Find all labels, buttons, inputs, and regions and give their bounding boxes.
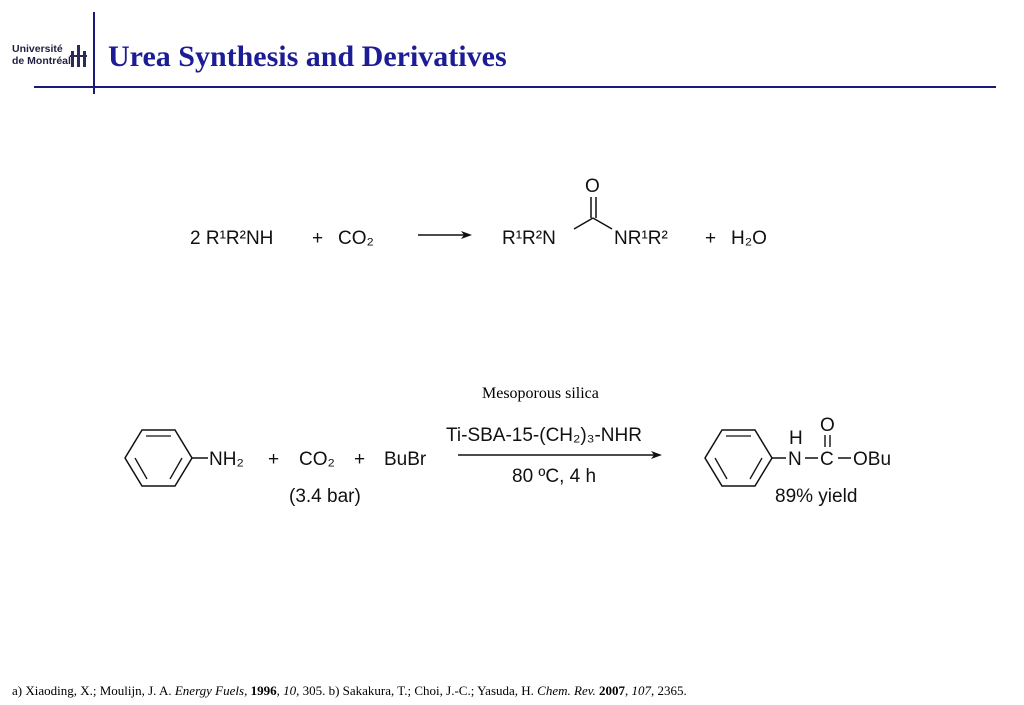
r2-product-c: C xyxy=(820,449,834,470)
r2-catalyst-label: Mesoporous silica xyxy=(482,385,599,402)
r2-benzene-inner-2 xyxy=(169,457,183,480)
r2-arrow-head xyxy=(651,451,662,459)
r2-product-o: O xyxy=(820,415,835,436)
r1-plus-1: + xyxy=(312,228,323,249)
r2-product-benzene-inner-3 xyxy=(714,457,728,480)
r1-bond-right xyxy=(592,217,613,230)
r2-product-h: H xyxy=(789,428,803,449)
reaction-1: 2 R¹R²NH + CO₂ R¹R²N O NR¹R² + H₂O xyxy=(190,176,767,249)
header-horizontal-rule xyxy=(34,86,996,88)
r2-pressure: (3.4 bar) xyxy=(289,486,361,507)
logo-emblem-icon xyxy=(70,45,87,67)
r1-co2: CO₂ xyxy=(338,228,374,249)
header-vertical-rule xyxy=(93,12,95,94)
r2-benzene-ring-product xyxy=(704,429,773,487)
r2-benzene-inner-3 xyxy=(134,457,148,480)
r2-product-benzene-inner-2 xyxy=(749,457,763,480)
r1-water: H₂O xyxy=(731,228,767,249)
ref-journal-1: Energy Fuels xyxy=(174,683,245,698)
ref-pages-2: , 2365. xyxy=(651,683,687,698)
logo-line-2: de Montréal xyxy=(12,55,71,67)
r2-catalyst: Ti-SBA-15-(CH₂)₃-NHR xyxy=(446,425,642,446)
r1-product-right: NR¹R² xyxy=(614,228,668,249)
slide-title: Urea Synthesis and Derivatives xyxy=(108,40,507,73)
ref-sep-2: , xyxy=(276,683,284,698)
r1-plus-2: + xyxy=(705,228,716,249)
r2-product-obu: OBu xyxy=(853,449,891,470)
r2-yield: 89% yield xyxy=(775,486,857,507)
r1-arrow-head xyxy=(461,231,472,239)
r2-plus-2: + xyxy=(354,449,365,470)
r2-conditions: 80 ºC, 4 h xyxy=(512,466,596,487)
ref-year-2: 2007 xyxy=(599,683,626,698)
reaction-2: NH₂ + CO₂ + BuBr (3.4 bar) Ti-SBA-15-(CH… xyxy=(124,415,891,507)
r1-carbonyl-oxygen: O xyxy=(585,176,600,197)
logo-line-1: Université xyxy=(12,43,63,55)
r2-co2: CO₂ xyxy=(299,449,335,470)
r2-nh2: NH₂ xyxy=(209,449,244,470)
ref-part-1: a) Xiaoding, X.; Moulijn, J. A. xyxy=(12,683,175,698)
ref-pages-1: , 305. b) Sakakura, T.; Choi, J.-C.; Yas… xyxy=(296,683,538,698)
ref-journal-2: Chem. Rev. xyxy=(537,683,596,698)
r2-product-n: N xyxy=(788,449,802,470)
ref-volume-1: 10 xyxy=(283,683,297,698)
r1-product-left: R¹R²N xyxy=(502,228,556,249)
ref-sep-4: , xyxy=(625,683,632,698)
ref-year-1: 1996 xyxy=(250,683,277,698)
r1-bond-left xyxy=(573,217,594,230)
ref-volume-2: 107 xyxy=(631,683,652,698)
r2-plus-1: + xyxy=(268,449,279,470)
r1-reactant: 2 R¹R²NH xyxy=(190,228,273,249)
universite-de-montreal-logo: Université de Montréal xyxy=(8,41,88,71)
r2-benzene-ring-reactant xyxy=(124,429,193,487)
reference-line: a) Xiaoding, X.; Moulijn, J. A. Energy F… xyxy=(12,683,687,699)
r2-bubr: BuBr xyxy=(384,449,427,470)
ref-sep-1: , xyxy=(244,683,251,698)
